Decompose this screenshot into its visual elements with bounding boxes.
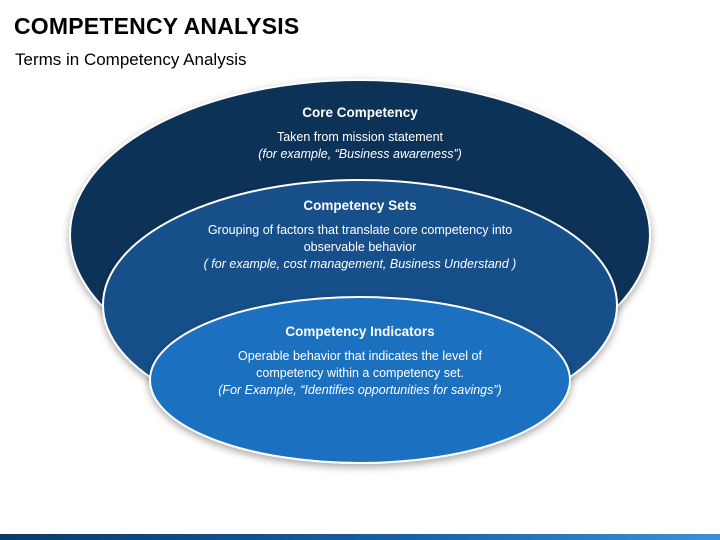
page-title: COMPETENCY ANALYSIS [14,13,300,39]
competency-indicators-example: (For Example, “Identifies opportunities … [218,383,502,397]
competency-sets-description-line2: observable behavior [303,240,417,254]
competency-sets-description-line1: Grouping of factors that translate core … [207,223,513,237]
competency-indicators-description-line2: competency within a competency set. [256,366,464,380]
competency-indicators-description-line1: Operable behavior that indicates the lev… [238,349,482,363]
competency-sets-text: Competency Sets Grouping of factors that… [170,197,550,273]
core-competency-text: Core Competency Taken from mission state… [180,104,540,163]
competency-indicators-text: Competency Indicators Operable behavior … [190,323,530,399]
competency-sets-example: ( for example, cost management, Business… [203,257,517,271]
competency-sets-title: Competency Sets [303,198,417,213]
competency-indicators-title: Competency Indicators [285,324,435,339]
core-competency-title: Core Competency [302,105,418,120]
ellipse-competency-indicators [149,296,571,464]
page-subtitle: Terms in Competency Analysis [15,50,247,69]
core-competency-example: (for example, “Business awareness”) [258,147,462,161]
bottom-accent-bar [0,534,720,540]
core-competency-description: Taken from mission statement [276,130,444,144]
